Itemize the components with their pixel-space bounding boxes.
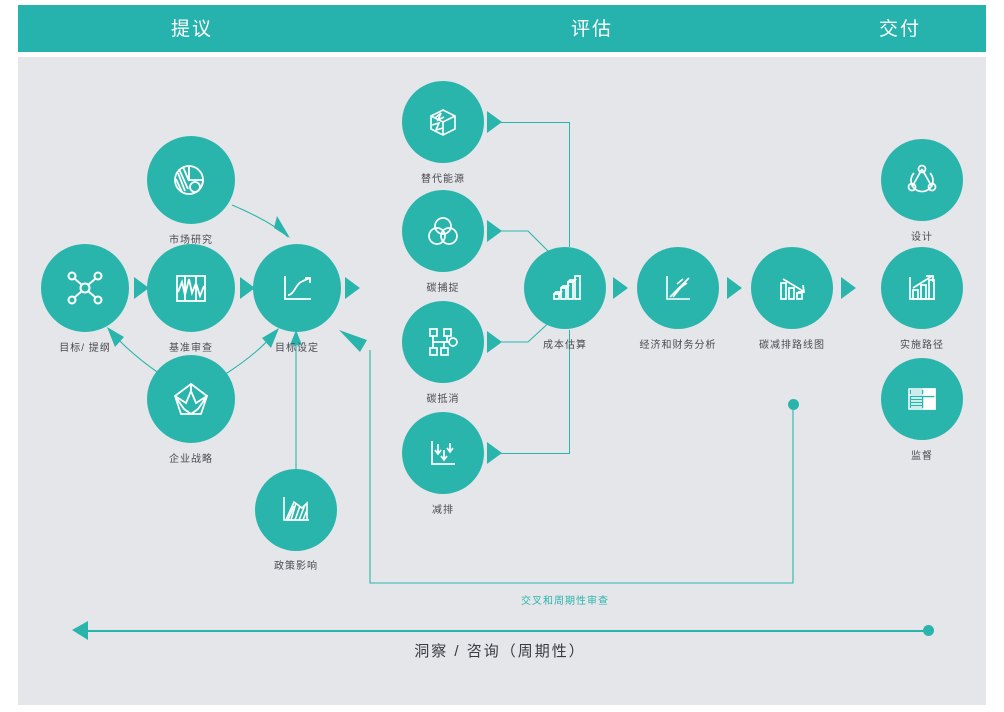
pie-chart-icon [170, 159, 212, 201]
node-target-setting[interactable] [253, 244, 341, 332]
arrow-alt-energy-out [487, 111, 502, 133]
bar-chart-up-arrow-icon [902, 268, 942, 308]
node-policy-impact[interactable] [255, 469, 337, 551]
node-roadmap[interactable] [751, 247, 833, 329]
circle-nodes-icon [902, 160, 942, 200]
node-implementation[interactable] [881, 247, 963, 329]
node-label-policy-impact: 政策影响 [274, 561, 318, 572]
insight-consultation-label: 洞察 / 咨询（周期性） [414, 643, 586, 660]
node-carbon-offset[interactable] [402, 301, 484, 383]
node-baseline-review[interactable] [147, 244, 235, 332]
scatter-trend-icon [658, 268, 698, 308]
checklist-document-icon [902, 379, 942, 419]
venn-circles-icon [423, 211, 463, 251]
node-carbon-capture[interactable] [402, 190, 484, 272]
node-label-target-setting: 目标设定 [275, 343, 319, 354]
line-chart-up-icon [277, 268, 317, 308]
node-label-econ-analysis: 经济和财务分析 [639, 340, 717, 351]
edge-emission-cut-v [569, 330, 570, 453]
phase-header-proposal: 提议 [170, 19, 214, 40]
node-label-carbon-offset: 碳抵消 [426, 394, 460, 405]
edge-alt-energy-h [500, 122, 570, 123]
arrow-baseline-to-target [240, 277, 255, 299]
node-corporate-strategy[interactable] [147, 355, 235, 443]
insight-arrow-line [84, 630, 929, 632]
edge-alt-energy-v [569, 122, 570, 247]
node-label-emission-cut: 减排 [432, 505, 454, 516]
waveform-chart-icon [171, 268, 211, 308]
node-supervision[interactable] [881, 358, 963, 440]
arrows-down-chart-icon [423, 433, 463, 473]
node-econ-analysis[interactable] [637, 247, 719, 329]
arrow-target-out [345, 277, 360, 299]
node-tree-icon [423, 322, 463, 362]
arrow-roadmap-to-delivery [841, 277, 856, 299]
arrow-econ-to-roadmap [727, 277, 742, 299]
node-label-market-research: 市场研究 [169, 235, 213, 246]
bar-chart-3d-icon [545, 268, 585, 308]
node-label-corporate-strategy: 企业战略 [169, 454, 213, 465]
node-alt-energy[interactable] [402, 81, 484, 163]
node-design[interactable] [881, 139, 963, 221]
feedback-loop-origin-dot [788, 399, 799, 410]
bars-down-arrow-icon [772, 268, 812, 308]
phase-header-assessment: 评估 [570, 19, 614, 40]
node-label-cost-estimate: 成本估算 [543, 340, 587, 351]
edge-emission-cut-h [500, 453, 570, 454]
arrow-carbon-offset-out [487, 331, 502, 353]
arrow-emission-cut-out [487, 442, 502, 464]
node-label-implementation: 实施路径 [900, 340, 944, 351]
node-label-objectives: 目标/ 提纲 [59, 343, 111, 354]
energy-cube-icon [423, 102, 463, 142]
node-cost-estimate[interactable] [524, 247, 606, 329]
pentagon-star-icon [170, 378, 212, 420]
arrow-carbon-capture-out [487, 220, 502, 242]
node-objectives[interactable] [41, 244, 129, 332]
insight-arrow-origin-dot [923, 625, 934, 636]
node-market-research[interactable] [147, 136, 235, 224]
cross-periodic-review-label: 交叉和周期性审查 [521, 596, 609, 607]
arrow-cost-to-econ [613, 277, 628, 299]
node-label-alt-energy: 替代能源 [421, 174, 465, 185]
node-label-design: 设计 [911, 232, 933, 243]
node-label-baseline-review: 基准审查 [169, 343, 213, 354]
network-nodes-icon [65, 268, 105, 308]
arrow-objectives-to-baseline [134, 277, 149, 299]
node-label-roadmap: 碳减排路线图 [759, 340, 825, 351]
node-label-supervision: 监督 [911, 451, 933, 462]
phase-header-delivery: 交付 [878, 19, 922, 40]
node-emission-cut[interactable] [402, 412, 484, 494]
area-chart-hatched-icon [276, 490, 316, 530]
phase-header-bar [18, 5, 986, 52]
node-label-carbon-capture: 碳捕捉 [426, 283, 460, 294]
